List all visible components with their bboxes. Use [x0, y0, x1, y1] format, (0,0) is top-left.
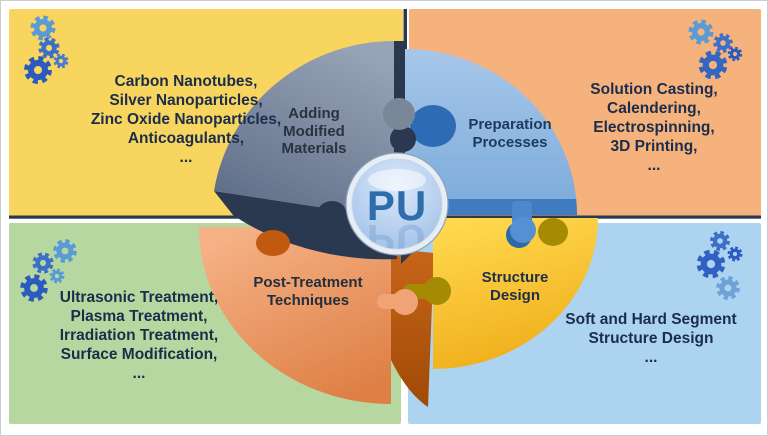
fan-adding-modified-materials: [214, 40, 397, 219]
list-item: ...: [179, 149, 193, 166]
list-item: Structure Design: [588, 330, 714, 347]
list-item: ...: [647, 157, 661, 174]
puzzle-knob: [410, 105, 456, 147]
list-item: Plasma Treatment,: [70, 308, 208, 325]
list-item: Carbon Nanotubes,: [114, 73, 258, 90]
list-item: Zinc Oxide Nanoparticles,: [90, 111, 282, 128]
puzzle-tab: [510, 217, 536, 243]
list-item: Soft and Hard Segment: [565, 311, 737, 328]
fan-adding-shadow: [214, 191, 397, 260]
fan-post-treatment-techniques: [199, 227, 391, 404]
pu-circle: PU PU: [345, 152, 449, 263]
list-item: ...: [132, 365, 146, 382]
gloss-highlight: [368, 169, 426, 191]
quadrant-list-preparation-processes: Solution Casting, Calendering, Electrosp…: [544, 80, 764, 175]
puzzle-tab: [383, 98, 415, 130]
list-item: Ultrasonic Treatment,: [59, 289, 219, 306]
fan-label-preparation-processes: Preparation Processes: [468, 116, 552, 151]
list-item: 3D Printing,: [610, 138, 698, 155]
pu-label-reflection: PU: [367, 216, 427, 263]
puzzle-knob: [423, 277, 451, 305]
fan-label-post-treatment-techniques: Post-Treatment Techniques: [253, 274, 363, 309]
list-item: Electrospinning,: [593, 119, 715, 136]
puzzle-notch: [318, 201, 346, 223]
quadrant-list-adding-modified-materials: Carbon Nanotubes, Silver Nanoparticles, …: [19, 72, 353, 167]
list-item: Solution Casting,: [590, 81, 718, 98]
list-item: Surface Modification,: [60, 346, 218, 363]
list-item: Anticoagulants,: [127, 130, 245, 147]
list-item: Calendering,: [607, 100, 701, 117]
puzzle-tab-shadow: [390, 126, 416, 152]
fan-label-adding-modified-materials: Adding Modified Materials: [281, 105, 347, 157]
puzzle-knob: [538, 218, 568, 246]
list-item: ...: [644, 349, 658, 366]
quadrant-list-structure-design: Soft and Hard Segment Structure Design .…: [539, 310, 763, 367]
puzzle-knob: [256, 230, 290, 256]
fan-label-structure-design: Structure Design: [481, 269, 549, 304]
quadrant-list-post-treatment-techniques: Ultrasonic Treatment, Plasma Treatment, …: [13, 288, 265, 383]
fan-structure-design: [433, 218, 598, 369]
fan-preparation-processes: [405, 49, 577, 215]
puzzle-knob: [392, 289, 418, 315]
list-item: Irradiation Treatment,: [59, 327, 219, 344]
list-item: Silver Nanoparticles,: [109, 92, 263, 109]
pu-label: PU: [367, 182, 427, 229]
